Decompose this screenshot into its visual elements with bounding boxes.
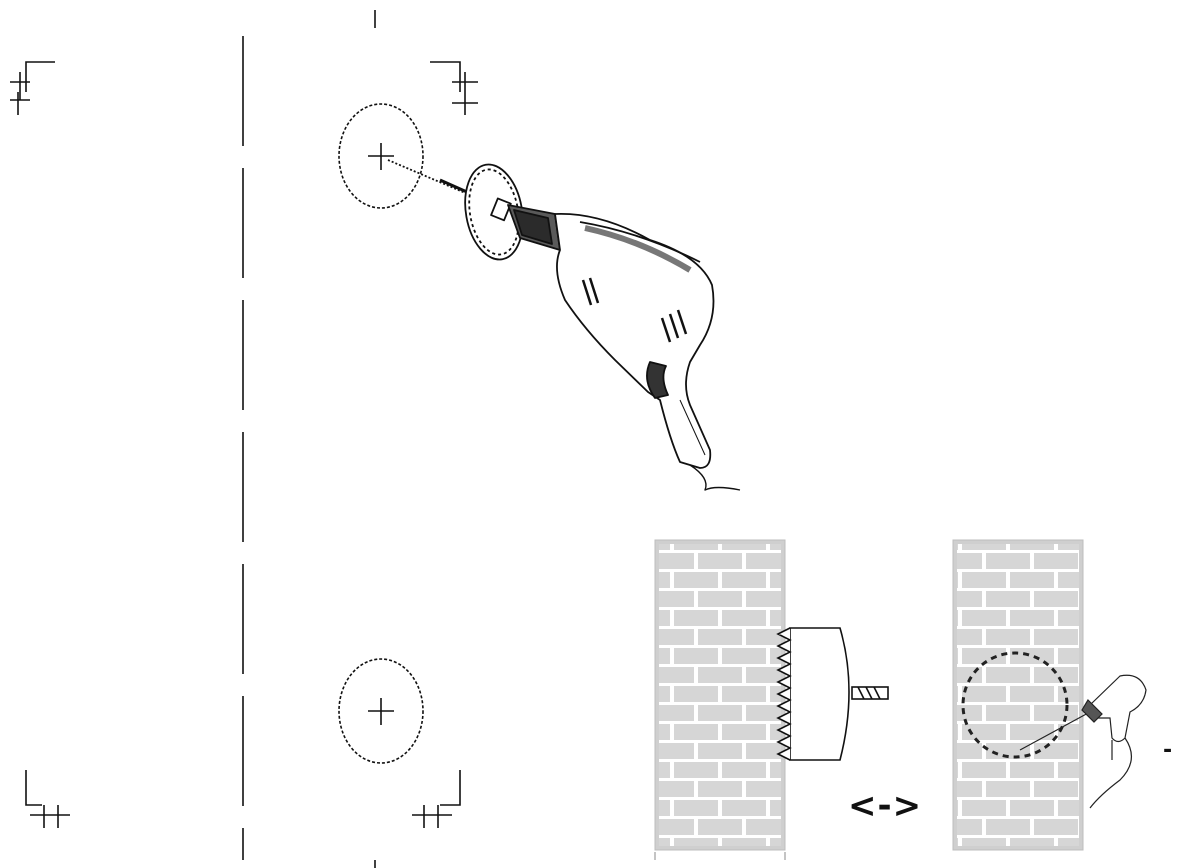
trailing-mark: - <box>1163 738 1173 763</box>
brick-wall-icon <box>952 539 1084 851</box>
cut-outline-dashed <box>961 651 1069 759</box>
small-drill-icon <box>1019 674 1147 809</box>
corner-mark-top-left <box>10 61 55 115</box>
hole-saw-cutting-icon <box>776 627 889 761</box>
drill-circle-top <box>338 103 424 209</box>
corner-mark-bottom-right <box>412 770 461 828</box>
crosshair-icon <box>368 143 394 170</box>
brick-wall-icon <box>654 539 786 860</box>
direction-arrow-label: <-> <box>848 786 923 826</box>
corner-mark-bottom-left <box>25 770 70 828</box>
crosshair-icon <box>368 698 394 725</box>
drill-circle-bottom <box>338 658 424 764</box>
corner-mark-top-right <box>430 61 478 115</box>
mounting-template <box>10 10 478 868</box>
drill-icon <box>387 159 741 491</box>
